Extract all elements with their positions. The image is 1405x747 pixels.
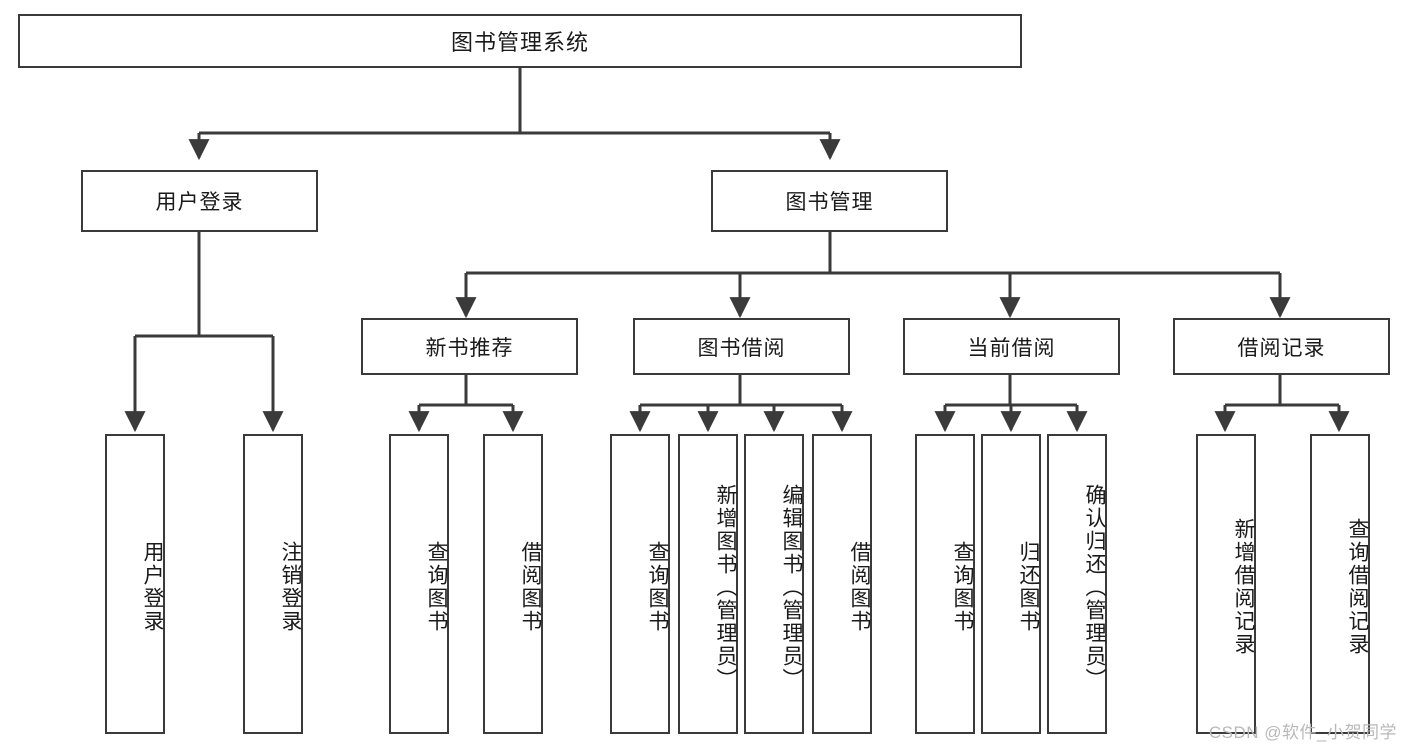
node-book-manage[interactable]: 图书管理 (711, 170, 948, 232)
node-new-book-recommend[interactable]: 新书推荐 (361, 318, 578, 375)
leaf-edit-book[interactable]: 编辑图书（管理员） (744, 434, 804, 734)
csdn-watermark: CSDN @软件_小贺同学 (1208, 723, 1397, 742)
leaf-query-book-current[interactable]: 查询图书 (915, 434, 975, 734)
leaf-confirm-return[interactable]: 确认归还（管理员） (1047, 434, 1107, 734)
leaf-add-borrow-record[interactable]: 新增借阅记录 (1196, 434, 1256, 734)
node-current-borrow[interactable]: 当前借阅 (903, 318, 1120, 375)
leaf-query-book-borrow[interactable]: 查询图书 (610, 434, 670, 734)
leaf-return-book[interactable]: 归还图书 (981, 434, 1041, 734)
leaf-borrow-book-recommend[interactable]: 借阅图书 (483, 434, 543, 734)
leaf-user-login[interactable]: 用户登录 (105, 434, 165, 734)
leaf-query-book-recommend[interactable]: 查询图书 (389, 434, 449, 734)
node-borrow-record[interactable]: 借阅记录 (1173, 318, 1390, 375)
leaf-borrow-book[interactable]: 借阅图书 (812, 434, 872, 734)
node-user-login[interactable]: 用户登录 (81, 170, 318, 232)
leaf-query-borrow-record[interactable]: 查询借阅记录 (1310, 434, 1370, 734)
node-root-system[interactable]: 图书管理系统 (18, 14, 1022, 68)
leaf-add-book[interactable]: 新增图书（管理员） (678, 434, 738, 734)
node-book-borrow[interactable]: 图书借阅 (633, 318, 850, 375)
leaf-logout-login[interactable]: 注销登录 (243, 434, 303, 734)
